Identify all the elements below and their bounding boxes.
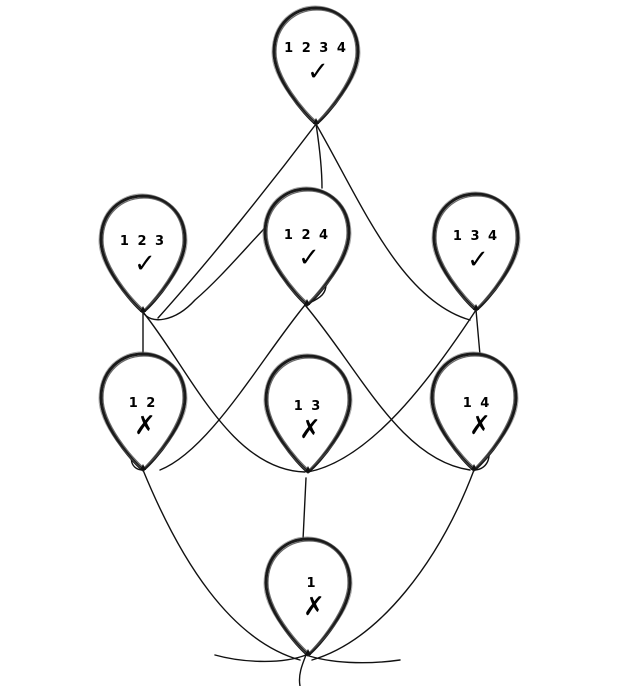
balloon-12-mark: ✗ (134, 411, 156, 441)
balloon-1234: 1 2 3 4 ✓ (271, 5, 361, 126)
balloon-123: 1 2 3 ✓ (98, 193, 188, 314)
balloon-12: 1 2 ✗ (98, 351, 188, 472)
balloon-13: 1 3 ✗ (263, 353, 353, 474)
balloons: 1 2 3 4 ✓ 1 2 3 ✓ 1 2 4 ✓ 1 3 4 (98, 5, 521, 657)
balloon-14-sketch-2 (429, 351, 519, 470)
balloon-124-knot (304, 299, 310, 305)
balloon-13-mark: ✗ (299, 415, 321, 445)
balloon-14: 1 4 ✗ (429, 351, 519, 472)
balloon-123-outline (99, 194, 187, 314)
balloon-12-sketch-2 (98, 351, 188, 470)
balloon-134-outline (432, 192, 520, 312)
balloon-124-outline (263, 187, 351, 307)
balloon-13-knot (305, 466, 311, 472)
balloon-1234-sketch-1 (275, 9, 357, 123)
balloon-13-sketch-2 (263, 353, 353, 472)
balloon-14-sketch-1 (433, 355, 515, 469)
balloon-134-sketch-1 (435, 195, 517, 309)
balloon-1-sketch-2 (263, 536, 353, 655)
balloon-124: 1 2 4 ✓ (262, 186, 352, 307)
balloon-124-sketch-2 (262, 186, 352, 305)
string-1234-124 (315, 123, 323, 189)
balloon-134-knot (473, 304, 479, 310)
balloon-14-label: 1 4 (463, 396, 492, 411)
balloon-1234-sketch-2 (271, 5, 361, 124)
balloon-12-sketch-1 (102, 355, 184, 469)
balloon-123-knot (140, 306, 146, 312)
balloon-124-sketch-1 (266, 190, 348, 304)
balloon-12-label: 1 2 (129, 396, 158, 411)
balloon-14-outline (430, 352, 518, 472)
balloon-1-outline (264, 537, 352, 657)
string-12-1 (142, 469, 301, 661)
balloon-123-sketch-2 (98, 193, 188, 312)
balloon-12-outline (99, 352, 187, 472)
balloon-124-mark: ✓ (298, 243, 320, 273)
string-13-1 (302, 477, 307, 541)
string-1234-134 (315, 123, 471, 321)
balloon-1-mark: ✗ (303, 592, 325, 622)
string-1-tail (298, 654, 307, 686)
balloon-13-sketch-1 (267, 357, 349, 471)
string-1-left (214, 654, 307, 663)
string-134-13 (307, 309, 477, 473)
balloon-13-outline (264, 354, 352, 474)
string-1-right (305, 654, 401, 664)
balloon-1234-mark: ✓ (307, 57, 329, 87)
balloon-134-mark: ✓ (467, 245, 489, 275)
string-1234-123 (157, 123, 317, 319)
balloon-123-sketch-1 (102, 197, 184, 311)
string-123-13 (142, 311, 306, 473)
balloon-1-label: 1 (306, 576, 317, 591)
balloon-1-knot (305, 649, 311, 655)
balloon-14-mark: ✗ (469, 411, 491, 441)
string-124-14 (304, 304, 471, 471)
balloon-1: 1 ✗ (263, 536, 353, 657)
balloon-1-sketch-1 (267, 540, 349, 654)
balloon-134: 1 3 4 ✓ (431, 191, 521, 312)
balloon-134-label: 1 3 4 (453, 229, 499, 244)
balloon-1234-label: 1 2 3 4 (284, 41, 348, 56)
balloon-13-label: 1 3 (294, 399, 323, 414)
balloon-12-knot (140, 464, 146, 470)
balloon-123-mark: ✓ (134, 249, 156, 279)
balloon-124-label: 1 2 4 (284, 228, 330, 243)
balloon-14-knot (471, 464, 477, 470)
string-14-1 (311, 469, 475, 661)
balloon-134-sketch-2 (431, 191, 521, 310)
balloon-1234-knot (313, 118, 319, 124)
balloon-1234-outline (272, 6, 360, 126)
string-124-12 (159, 304, 306, 471)
balloon-123-label: 1 2 3 (120, 234, 166, 249)
string-134-14 (475, 309, 481, 356)
